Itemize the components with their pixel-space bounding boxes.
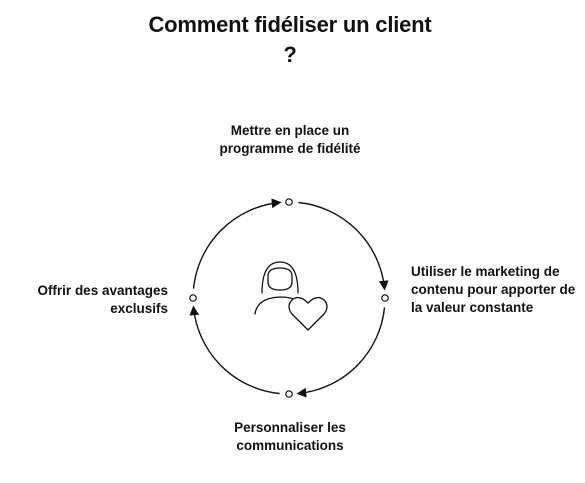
step-label-right: Utiliser le marketing de contenu pour ap… xyxy=(411,264,576,315)
step-label-left: Offrir des avantages exclusifs xyxy=(37,283,168,316)
cycle-arc-top-right xyxy=(298,201,389,291)
step-label-bottom: Personnaliser les communications xyxy=(234,420,346,453)
step-node-top xyxy=(285,198,293,206)
cycle-arc-bottom-left xyxy=(189,305,280,395)
page-title: Comment fidéliser un client ? xyxy=(148,12,432,67)
customer-heart-icon xyxy=(254,261,328,331)
step-node-left xyxy=(189,294,197,302)
step-node-bottom xyxy=(285,390,293,398)
step-label-top: Mettre en place un programme de fidélité xyxy=(219,123,361,156)
cycle-arc-left-top xyxy=(192,198,282,289)
cycle-arc-right-bottom xyxy=(296,307,386,398)
step-node-right xyxy=(381,294,389,302)
